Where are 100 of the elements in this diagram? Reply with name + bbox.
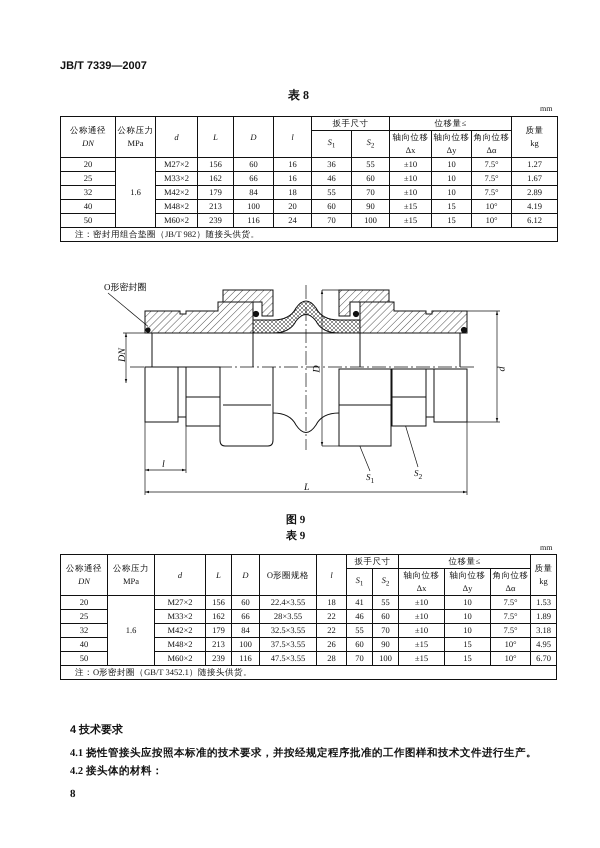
running-header: JB/T 7339—2007 — [60, 60, 147, 72]
column-header: 公称压力 MPa — [108, 554, 154, 596]
table-cell: 66 — [234, 172, 274, 186]
table-cell: 6.12 — [512, 214, 558, 228]
paragraph: 4.2 接头体的材料： — [70, 764, 163, 778]
column-header: S$_{1}$ — [312, 130, 352, 158]
table-cell: 1.6 — [108, 596, 154, 666]
column-header: 轴向位移 Δy — [432, 130, 472, 158]
table-cell: 60 — [312, 200, 352, 214]
table-cell: 7.5° — [490, 624, 531, 638]
table-cell: M27×2 — [154, 596, 206, 610]
table-cell: 10 — [444, 596, 490, 610]
column-header: L — [198, 116, 234, 158]
table-cell: M42×2 — [156, 186, 198, 200]
table-cell: 2.89 — [512, 186, 558, 200]
table-cell: 22 — [316, 624, 346, 638]
table-cell: 70 — [346, 652, 372, 666]
table-cell: ±15 — [390, 214, 432, 228]
leader-line — [108, 292, 148, 327]
table-cell: 156 — [198, 158, 234, 172]
table-cell: 32.5×3.55 — [260, 624, 316, 638]
table-cell: 50 — [60, 652, 108, 666]
column-header: 公称通径 DN — [60, 116, 116, 158]
table-cell: M48×2 — [154, 638, 206, 652]
union-body — [392, 368, 426, 426]
callout-label: S$_{1}$ — [366, 472, 374, 486]
table-cell: 4.19 — [512, 200, 558, 214]
table-cell: 15 — [432, 214, 472, 228]
column-header: 质量 kg — [530, 554, 557, 596]
table-cell: 60 — [346, 638, 372, 652]
table-cell: 84 — [232, 624, 260, 638]
table-cell: 1.6 — [116, 158, 156, 228]
column-header: 角向位移 Δα — [472, 130, 512, 158]
column-header: 质量 kg — [512, 116, 558, 158]
table-cell: 47.5×3.55 — [260, 652, 316, 666]
table-cell: 10° — [490, 638, 531, 652]
column-header: l — [316, 554, 346, 596]
table-cell: 22.4×3.55 — [260, 596, 316, 610]
table-cell: 239 — [198, 214, 234, 228]
table-cell: 60 — [234, 158, 274, 172]
table-cell: 70 — [352, 186, 390, 200]
table-cell: M60×2 — [156, 214, 198, 228]
table-cell: 10 — [432, 158, 472, 172]
table-cell: 15 — [444, 638, 490, 652]
hex-nut — [338, 368, 392, 446]
table-cell: 7.5° — [472, 186, 512, 200]
table-cell: ±10 — [390, 158, 432, 172]
table-cell: 40 — [60, 638, 108, 652]
dimension-label: DN — [118, 348, 128, 362]
table-cell: 116 — [232, 652, 260, 666]
leader-line — [359, 446, 370, 472]
table-cell: 55 — [372, 596, 398, 610]
table-cell: 46 — [312, 172, 352, 186]
column-header: 位移量≤ — [390, 116, 512, 130]
table-cell: 4.95 — [530, 638, 557, 652]
table-cell: 66 — [232, 610, 260, 624]
table-cell: 1.89 — [530, 610, 557, 624]
column-header: 扳手尺寸 — [346, 554, 398, 568]
table-cell: 6.70 — [530, 652, 557, 666]
column-header: L — [206, 554, 232, 596]
column-header: O形圈规格 — [260, 554, 316, 596]
table-cell: ±15 — [390, 200, 432, 214]
table-cell: 10 — [444, 624, 490, 638]
table-cell: 100 — [232, 638, 260, 652]
table-cell: 179 — [206, 624, 232, 638]
table-cell: 60 — [232, 596, 260, 610]
page-number: 8 — [70, 788, 76, 800]
table-cell: 90 — [352, 200, 390, 214]
table-cell: 32 — [60, 624, 108, 638]
table-cell: 28×3.55 — [260, 610, 316, 624]
table-cell: ±10 — [398, 610, 444, 624]
table-cell: 70 — [312, 214, 352, 228]
table-cell: 116 — [234, 214, 274, 228]
table-cell: M33×2 — [154, 610, 206, 624]
table-cell: 84 — [234, 186, 274, 200]
column-header: 轴向位移 Δx — [398, 568, 444, 596]
table-cell: 36 — [312, 158, 352, 172]
table-cell: 10° — [472, 200, 512, 214]
table-cell: 55 — [346, 624, 372, 638]
table-cell: M33×2 — [156, 172, 198, 186]
column-header: l — [274, 116, 312, 158]
table-cell: 37.5×3.55 — [260, 638, 316, 652]
table-cell: 32 — [60, 186, 116, 200]
section-heading: 4 技术要求 — [70, 722, 124, 737]
column-header: S$_{1}$ — [346, 568, 372, 596]
dimension-label: L — [304, 483, 310, 493]
dimension-label: d — [498, 366, 508, 372]
unit-label: mm — [540, 104, 552, 113]
table-cell: 162 — [198, 172, 234, 186]
table-cell: 24 — [274, 214, 312, 228]
table-title: 表 9 — [286, 528, 306, 543]
table-cell: 26 — [316, 638, 346, 652]
column-header: 轴向位移 Δy — [444, 568, 490, 596]
callout-label: S$_{2}$ — [414, 468, 422, 482]
table-cell: 100 — [352, 214, 390, 228]
table-cell: ±15 — [398, 652, 444, 666]
table-cell: 7.5° — [472, 172, 512, 186]
table-cell: 100 — [372, 652, 398, 666]
column-header: D — [232, 554, 260, 596]
table-cell: 70 — [372, 624, 398, 638]
